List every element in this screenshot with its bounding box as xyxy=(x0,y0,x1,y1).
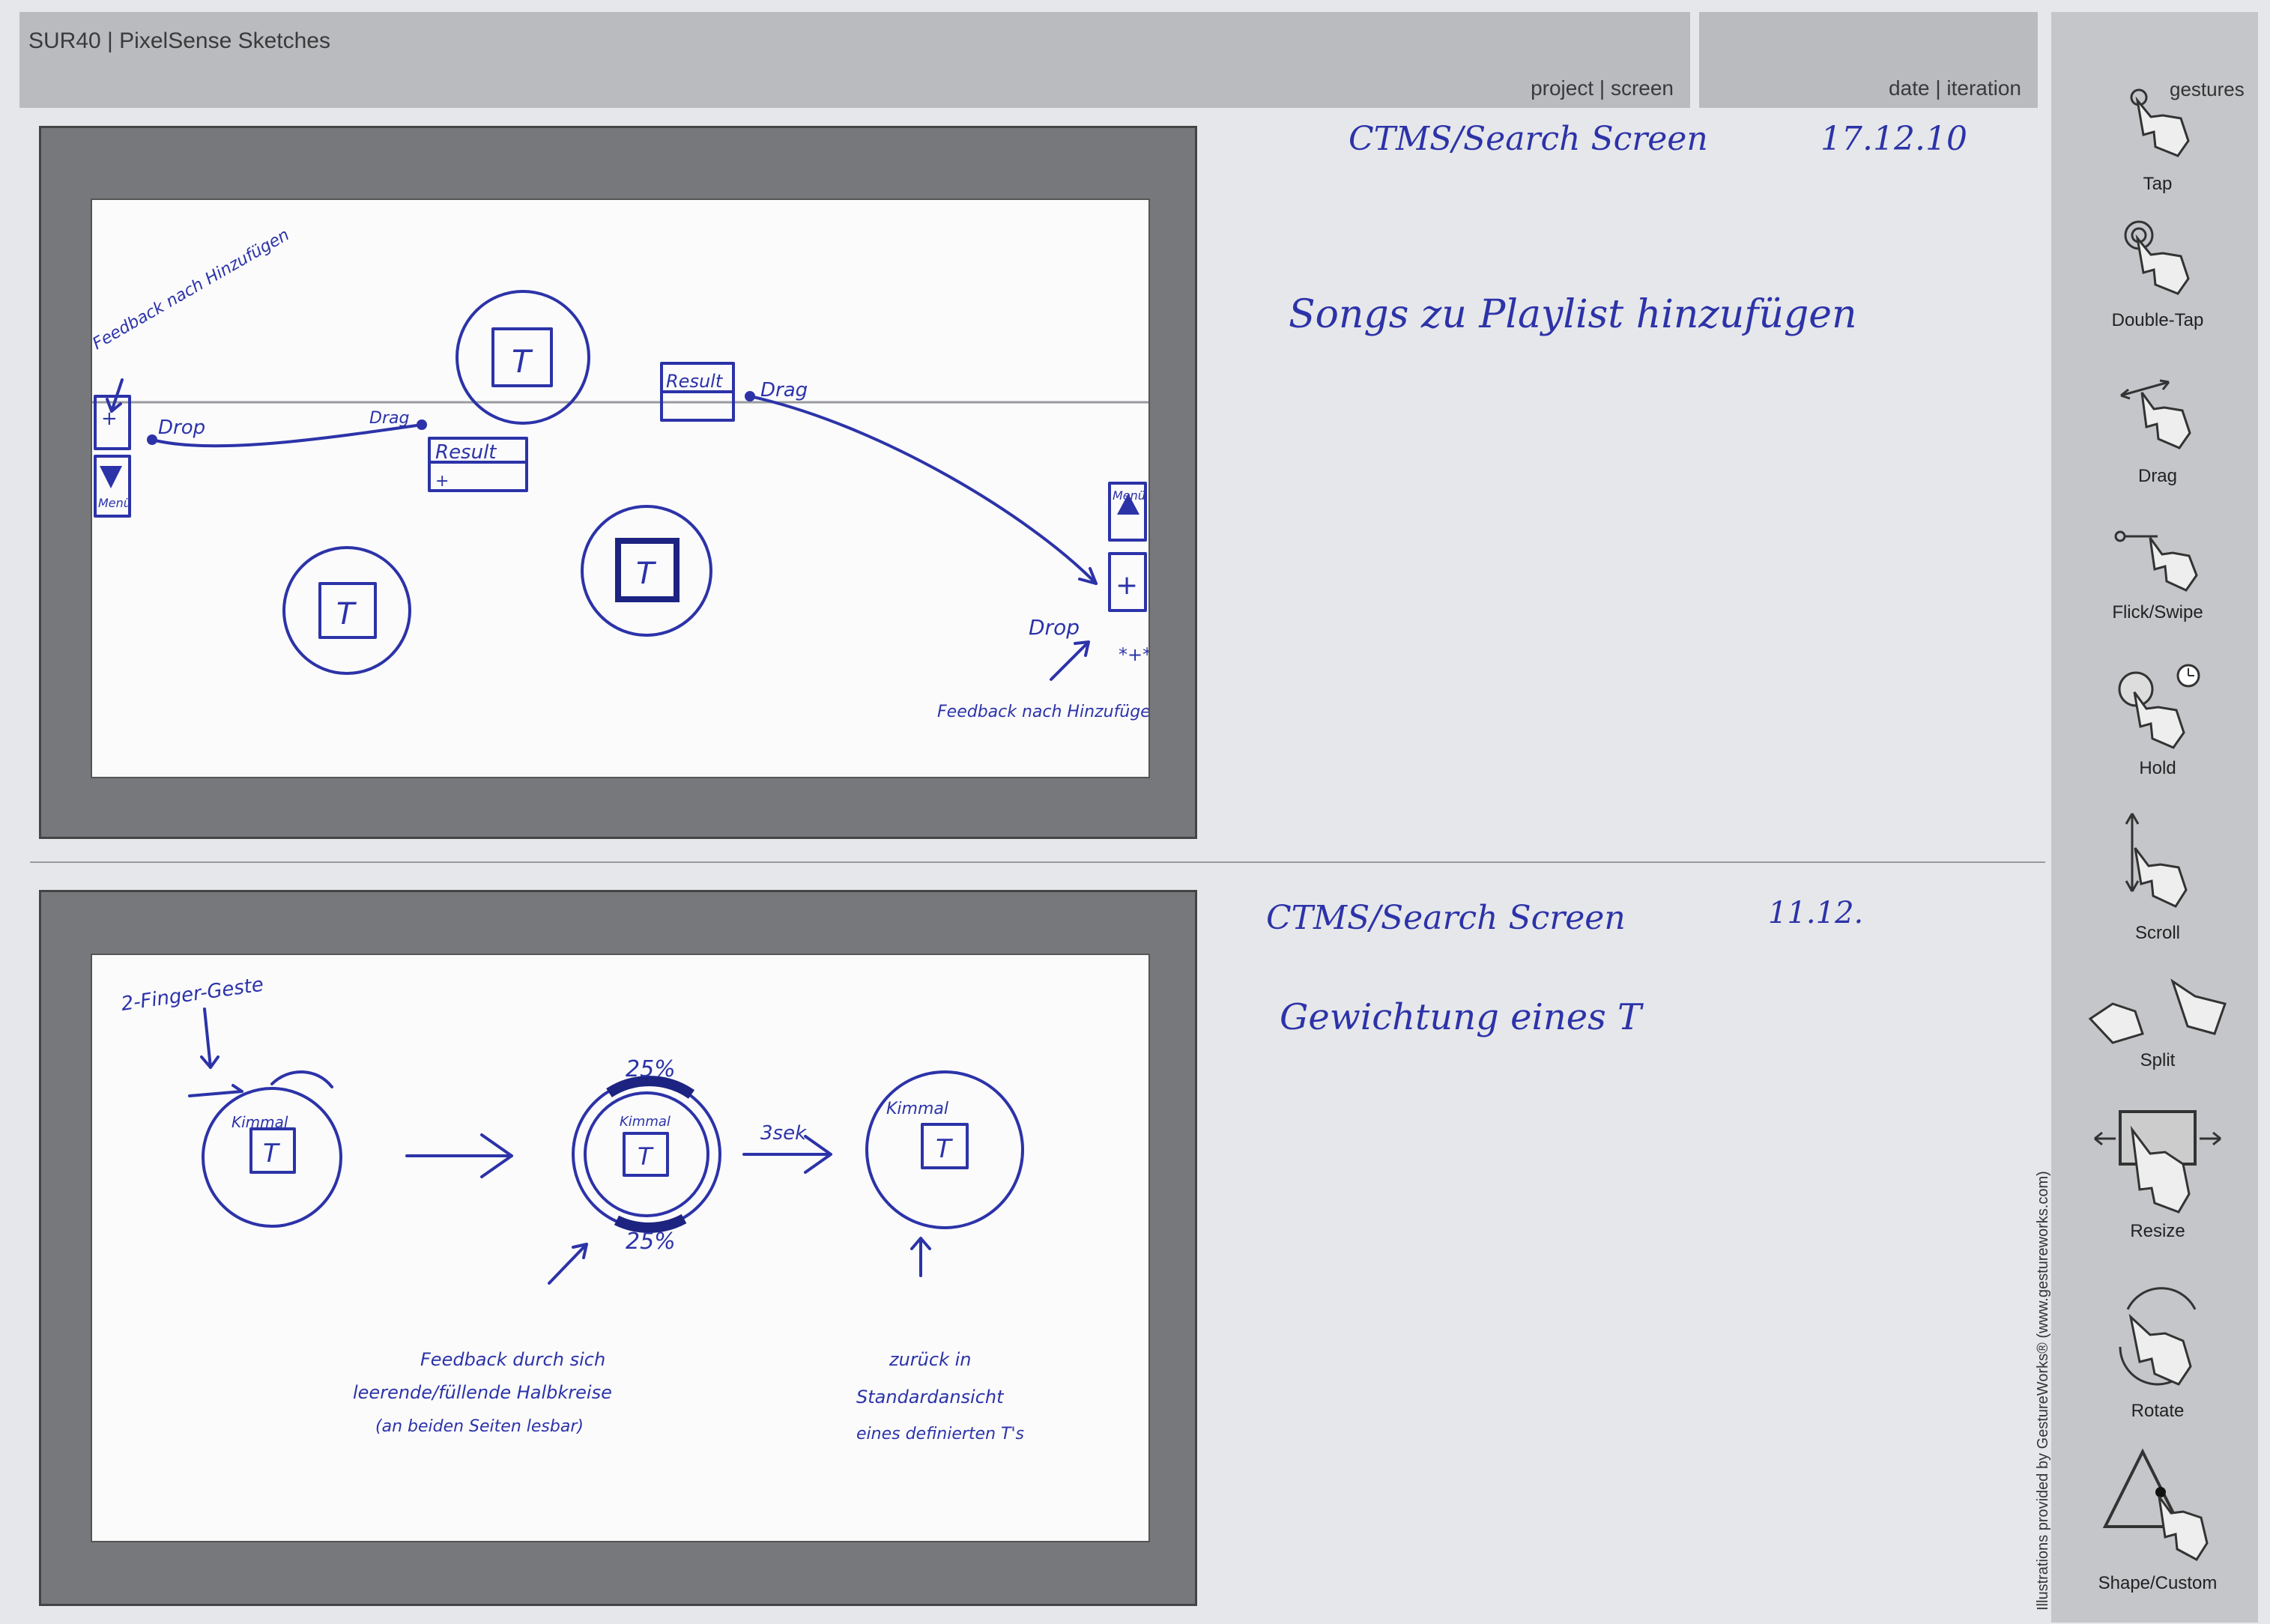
split-hands-icon xyxy=(2088,978,2227,1044)
svg-text:+: + xyxy=(101,407,118,430)
header-date-bar: date | iteration xyxy=(1699,12,2038,108)
percent-bottom: 25% xyxy=(626,1228,676,1255)
left-menu: + Menü Feedback nach Hinzufügen Drop xyxy=(92,225,293,518)
drag-mid-label: Drag xyxy=(369,409,409,428)
svg-text:Kimmal: Kimmal xyxy=(231,1113,288,1131)
rotate-hand-icon xyxy=(2119,1287,2197,1386)
sketch1-project: CTMS/Search Screen xyxy=(1349,120,1708,158)
gesture-label-drag: Drag xyxy=(2137,466,2178,486)
gesture-rotate: Rotate xyxy=(2075,1279,2240,1422)
result-mid-label: Result xyxy=(435,441,497,464)
left-menu-label: Menü xyxy=(98,496,131,510)
sketch1-screen: + Menü Feedback nach Hinzufügen Drop Dra… xyxy=(91,199,1150,778)
svg-text:Kimmal: Kimmal xyxy=(620,1114,671,1130)
feedback-right-label: Feedback nach Hinzufügen xyxy=(937,703,1148,721)
svg-text:T: T xyxy=(336,597,357,631)
svg-text:T: T xyxy=(636,557,657,591)
svg-text:+: + xyxy=(435,472,449,491)
sketch-divider xyxy=(30,861,2045,863)
sketch1-description: Songs zu Playlist hinzufügen xyxy=(1289,292,1857,337)
svg-text:+: + xyxy=(1116,570,1138,601)
gesture-split: Split xyxy=(2075,974,2240,1071)
sketch2-drawing: 2-Finger-Geste T Kimmal T Ki xyxy=(120,974,1024,1443)
percent-top: 25% xyxy=(626,1056,676,1082)
gesture-resize: Resize xyxy=(2075,1107,2240,1242)
t-circle-weighting: T Kimmal 25% 25% xyxy=(572,1056,721,1255)
t-circle-top: T xyxy=(455,290,590,425)
feedback-note-line2: leerende/füllende Halbkreise xyxy=(353,1382,612,1403)
app-title: SUR40 | PixelSense Sketches xyxy=(28,28,330,53)
back-note-line2: Standardansicht xyxy=(856,1387,1005,1408)
svg-text:*+*: *+* xyxy=(1119,644,1148,665)
shape-custom-hand-icon xyxy=(2102,1448,2209,1561)
double-tap-hand-icon xyxy=(2124,220,2190,295)
drag-right-label: Drag xyxy=(760,379,808,402)
gesture-label-hold: Hold xyxy=(2139,758,2176,778)
project-screen-label: project | screen xyxy=(1531,76,1674,100)
gesture-scroll: Scroll xyxy=(2075,809,2240,944)
three-sec-label: 3sek xyxy=(760,1122,807,1145)
gesture-tap: Tap xyxy=(2075,82,2240,195)
gesture-shape-custom: Shape/Custom xyxy=(2075,1444,2240,1594)
hold-hand-icon xyxy=(2118,664,2200,749)
tap-hand-icon xyxy=(2130,88,2190,157)
gesture-double-tap: Double-Tap xyxy=(2075,219,2240,331)
svg-text:T: T xyxy=(512,343,533,380)
gesture-label-rotate: Rotate xyxy=(2131,1401,2185,1421)
device-frame-2: 2-Finger-Geste T Kimmal T Ki xyxy=(39,890,1197,1606)
sketch2-screen: 2-Finger-Geste T Kimmal T Ki xyxy=(91,954,1150,1542)
drop-right-label: Drop xyxy=(1029,615,1080,640)
sketch2-project: CTMS/Search Screen xyxy=(1266,899,1626,937)
drag-path-right xyxy=(748,395,1098,585)
drag-path-left xyxy=(151,423,423,448)
t-circle-mid: T xyxy=(581,505,712,637)
gesture-label-flick-swipe: Flick/Swipe xyxy=(2112,602,2203,622)
back-note-line1: zurück in xyxy=(889,1349,972,1370)
gestures-label: gestures xyxy=(2170,78,2245,100)
gesture-label-shape-custom: Shape/Custom xyxy=(2098,1573,2218,1593)
gesture-flick-swipe: Flick/Swipe xyxy=(2075,526,2240,623)
feedback-left-label: Feedback nach Hinzufügen xyxy=(92,225,293,354)
drop-left-label: Drop xyxy=(158,416,205,439)
feedback-note-line1: Feedback durch sich xyxy=(420,1349,605,1370)
back-note-line3: eines definierten T's xyxy=(856,1425,1024,1443)
two-finger-label: 2-Finger-Geste xyxy=(120,974,265,1016)
gesture-label-split: Split xyxy=(2140,1050,2176,1070)
svg-text:Kimmal: Kimmal xyxy=(886,1100,948,1118)
result-card-mid: Result + xyxy=(428,437,528,492)
gesture-hold: Hold xyxy=(2075,659,2240,779)
result-card-top: Result xyxy=(660,362,735,422)
t-circle-reset: T Kimmal xyxy=(865,1070,1024,1229)
right-menu: Menü + Drop *+* xyxy=(1029,482,1148,665)
transition-arrow-2 xyxy=(742,1135,832,1174)
scroll-hand-icon xyxy=(2125,813,2188,908)
svg-text:T: T xyxy=(638,1142,654,1171)
gesture-label-double-tap: Double-Tap xyxy=(2111,310,2204,330)
resize-hand-icon xyxy=(2094,1110,2221,1214)
flick-hand-icon xyxy=(2114,530,2198,592)
device-frame-1: + Menü Feedback nach Hinzufügen Drop Dra… xyxy=(39,126,1197,839)
gesture-label-tap: Tap xyxy=(2143,174,2173,194)
transition-arrow-1 xyxy=(405,1133,513,1178)
illustration-credit: Illustrations provided by GestureWorks® … xyxy=(2035,1171,2051,1611)
drag-hand-icon xyxy=(2120,379,2191,449)
date-iteration-label: date | iteration xyxy=(1889,76,2021,100)
sketch1-date: 17.12.10 xyxy=(1820,120,1967,158)
sketch2-date: 11.12. xyxy=(1768,896,1864,930)
result-top-label: Result xyxy=(666,371,724,392)
right-menu-label: Menü xyxy=(1113,488,1145,503)
svg-text:T: T xyxy=(263,1139,280,1169)
gesture-label-resize: Resize xyxy=(2130,1221,2185,1241)
gesture-drag: Drag xyxy=(2075,375,2240,487)
feedback-note-line3: (an beiden Seiten lesbar) xyxy=(375,1417,584,1436)
header-project-bar: SUR40 | PixelSense Sketches project | sc… xyxy=(19,12,1690,108)
gesture-label-scroll: Scroll xyxy=(2134,923,2180,943)
t-circle-left: T xyxy=(282,546,411,675)
sketch1-drawing: + Menü Feedback nach Hinzufügen Drop Dra… xyxy=(92,225,1148,721)
sketch2-description: Gewichtung eines T xyxy=(1280,996,1642,1038)
svg-text:T: T xyxy=(936,1134,953,1164)
t-circle-initial: T Kimmal xyxy=(188,1070,342,1228)
